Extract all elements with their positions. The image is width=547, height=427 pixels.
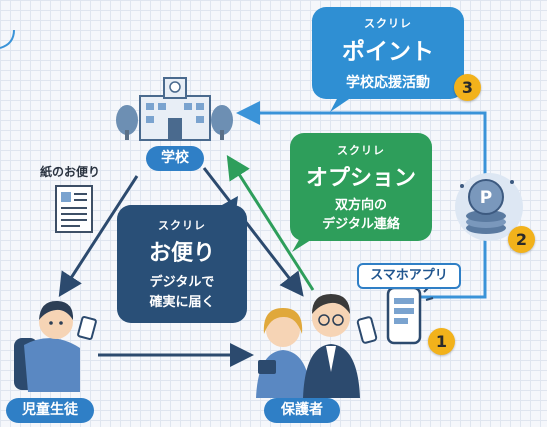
option-bubble-line1: 双方向の xyxy=(334,198,387,213)
paper-letter-label: 紙のお便り xyxy=(40,165,101,179)
step-number-1: 1 xyxy=(428,328,455,355)
paper-document-icon xyxy=(55,185,93,233)
point-bubble-tail xyxy=(330,97,352,112)
smartphone-icon xyxy=(386,285,434,345)
point-bubble-brand: スクリレ xyxy=(364,17,412,30)
svg-text:P: P xyxy=(480,188,492,208)
letter-bubble-line1: デジタルで xyxy=(149,275,215,290)
student-figure-icon xyxy=(14,300,97,392)
letter-bubble: スクリレ お便り デジタルで 確実に届く xyxy=(117,205,247,323)
point-coin-icon: P xyxy=(455,173,523,241)
point-bubble-title: ポイント xyxy=(342,39,434,65)
option-bubble-title: オプション xyxy=(305,166,416,191)
arrow-guardian-to-school xyxy=(226,154,315,291)
smartphone-app-label: スマホアプリ xyxy=(357,263,461,289)
step-number-3: 3 xyxy=(454,74,481,101)
arrow-school-to-guardian xyxy=(202,167,304,297)
guardian-figure-icon xyxy=(256,294,378,398)
arrow-school-to-student xyxy=(58,175,139,298)
point-bubble-subtitle: 学校応援活動 xyxy=(346,75,430,91)
option-bubble: スクリレ オプション 双方向の デジタル連絡 xyxy=(290,133,432,241)
step-number-2: 2 xyxy=(508,226,535,253)
letter-bubble-brand: スクリレ xyxy=(158,219,206,232)
option-bubble-brand: スクリレ xyxy=(337,144,385,157)
guardian-label: 保護者 xyxy=(264,398,340,423)
school-building-icon xyxy=(116,77,233,141)
letter-bubble-title: お便り xyxy=(148,241,215,266)
school-label: 学校 xyxy=(146,146,204,171)
student-label: 児童生徒 xyxy=(6,398,94,423)
point-bubble: スクリレ ポイント 学校応援活動 xyxy=(312,7,464,99)
option-bubble-tail xyxy=(292,238,314,252)
letter-bubble-line2: 確実に届く xyxy=(149,295,215,310)
corner-arc xyxy=(0,29,15,49)
option-bubble-line2: デジタル連絡 xyxy=(322,217,400,232)
